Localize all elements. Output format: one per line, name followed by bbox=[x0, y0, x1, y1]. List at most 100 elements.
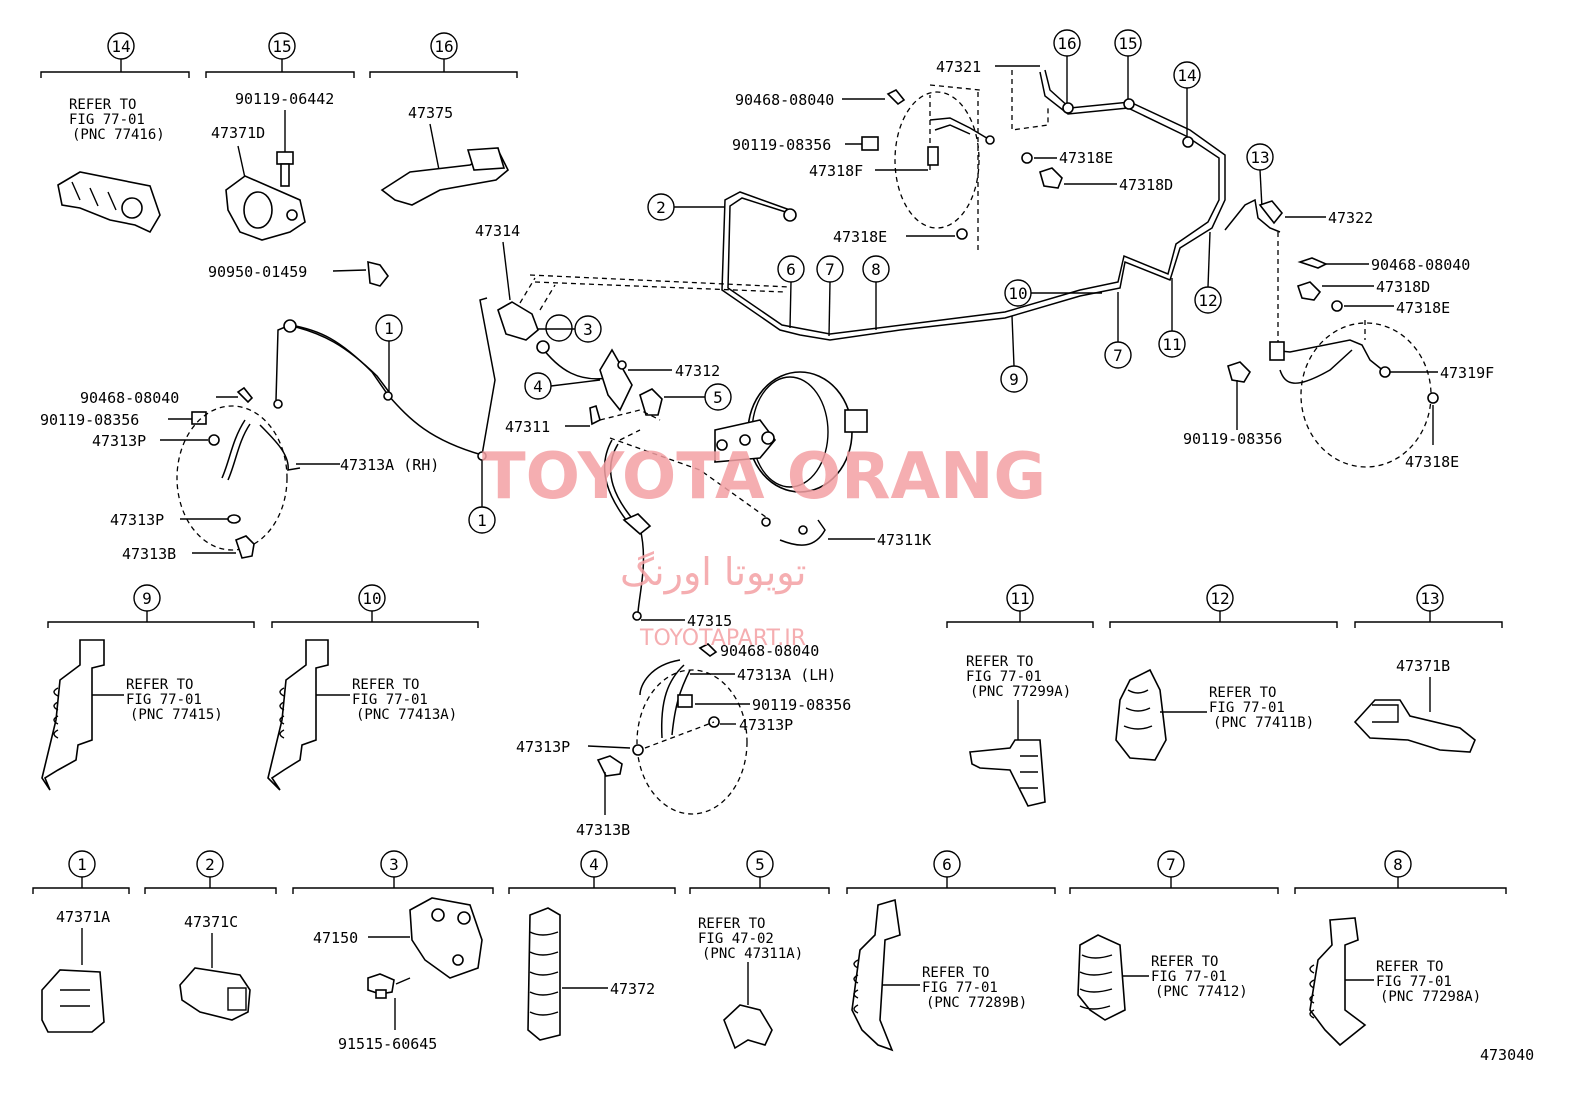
part-47313P: 47313P bbox=[92, 432, 146, 450]
callout-11: 11 bbox=[1010, 589, 1029, 608]
detail-14: 14 REFER TO FIG 77-01 (PNC 77416) bbox=[40, 32, 190, 234]
part-47318D: 47318D bbox=[1376, 278, 1430, 296]
detail-2: 2 47371C bbox=[144, 850, 277, 1021]
callout-12: 12 bbox=[1210, 589, 1229, 608]
detail-3: 3 47150 91515-60645 bbox=[292, 850, 494, 1053]
detail-6: 6 REFER TO FIG 77-01 (PNC 77289B) bbox=[846, 850, 1056, 1052]
callout-9: 9 bbox=[142, 589, 152, 608]
callout-16: 16 bbox=[434, 37, 453, 56]
part-47314: 47314 bbox=[475, 222, 520, 240]
part-90468-08040: 90468-08040 bbox=[1371, 256, 1470, 274]
callout-1: 1 bbox=[77, 855, 87, 874]
part-47321: 47321 bbox=[936, 58, 981, 76]
part-47313B: 47313B bbox=[122, 545, 176, 563]
detail-15: 15 90119-06442 47371D bbox=[205, 32, 355, 241]
part-47318E: 47318E bbox=[833, 228, 887, 246]
part-90119-06442: 90119-06442 bbox=[235, 90, 334, 108]
refer-line: REFER TO bbox=[966, 654, 1033, 670]
callout-2: 2 bbox=[205, 855, 215, 874]
grommet-illustration bbox=[367, 260, 390, 287]
callout-15: 15 bbox=[272, 37, 291, 56]
callout-14: 14 bbox=[1177, 66, 1196, 85]
refer-line: REFER TO bbox=[1209, 685, 1276, 701]
callout-11: 11 bbox=[1162, 335, 1181, 354]
part-47313P: 47313P bbox=[110, 511, 164, 529]
callout-4: 4 bbox=[589, 855, 599, 874]
refer-line: REFER TO bbox=[1151, 954, 1218, 970]
callout-9: 9 bbox=[1009, 370, 1019, 389]
part-47318E: 47318E bbox=[1405, 453, 1459, 471]
detail-8: 8 REFER TO FIG 77-01 (PNC 77298A) bbox=[1294, 850, 1507, 1047]
refer-line: REFER TO bbox=[352, 677, 419, 693]
center-assembly: 47314 3 4 47312 47311 5 bbox=[475, 222, 931, 630]
part-47311: 47311 bbox=[505, 418, 550, 436]
rear-right-assembly: 13 47322 90468-08040 47318D 47318E 47319… bbox=[1183, 143, 1494, 471]
detail-7: 7 REFER TO FIG 77-01 (PNC 77412) bbox=[1069, 850, 1279, 1021]
callout-4: 4 bbox=[533, 377, 543, 396]
part-47318F: 47318F bbox=[809, 162, 863, 180]
refer-line: FIG 77-01 bbox=[126, 692, 202, 708]
detail-13: 13 47371B bbox=[1353, 584, 1503, 753]
clamp-illustration bbox=[225, 175, 306, 241]
callout-1: 1 bbox=[384, 319, 394, 338]
part-47371A: 47371A bbox=[56, 908, 110, 926]
watermark-site: TOYOTAPART.IR bbox=[639, 626, 806, 651]
part-90468-08040: 90468-08040 bbox=[720, 642, 819, 660]
detail-4: 4 47372 bbox=[508, 850, 676, 1041]
part-47315: 47315 bbox=[687, 612, 732, 630]
junction-illustration bbox=[497, 301, 539, 341]
refer-line: FIG 77-01 bbox=[1376, 974, 1452, 990]
refer-line: FIG 77-01 bbox=[1209, 700, 1285, 716]
part-47313A-RH: 47313A (RH) bbox=[340, 456, 439, 474]
clamp-illustration bbox=[57, 171, 161, 234]
brake-booster-illustration bbox=[714, 371, 868, 493]
part-47313A-LH: 47313A (LH) bbox=[737, 666, 836, 684]
watermark-title: TOYOTA ORANG bbox=[482, 440, 1046, 514]
callout-3: 3 bbox=[583, 320, 593, 339]
detail-12: 12 REFER TO FIG 77-01 (PNC 77411B) bbox=[1109, 584, 1338, 761]
callout-13: 13 bbox=[1420, 589, 1439, 608]
rh-front-assembly: 1 1 90468-08040 90119-08356 47313P 47313… bbox=[40, 297, 496, 563]
callout-7: 7 bbox=[1113, 346, 1123, 365]
refer-line: REFER TO bbox=[69, 97, 136, 113]
refer-line: FIG 77-01 bbox=[1151, 969, 1227, 985]
part-47319F: 47319F bbox=[1440, 364, 1494, 382]
callout-6: 6 bbox=[786, 260, 796, 279]
refer-line: (PNC 47311A) bbox=[702, 946, 803, 962]
refer-line: (PNC 77289B) bbox=[926, 995, 1027, 1011]
callout-2: 2 bbox=[656, 198, 666, 217]
refer-line: (PNC 77413A) bbox=[356, 707, 457, 723]
callout-8: 8 bbox=[1393, 855, 1403, 874]
refer-line: FIG 77-01 bbox=[966, 669, 1042, 685]
callout-14: 14 bbox=[111, 37, 130, 56]
part-47318D: 47318D bbox=[1119, 176, 1173, 194]
part-47372: 47372 bbox=[610, 980, 655, 998]
watermark-persian: تویوتا اورنگ bbox=[620, 550, 807, 595]
detail-10: 10 REFER TO FIG 77-01 (PNC 77413A) bbox=[267, 584, 479, 791]
part-47313P: 47313P bbox=[739, 716, 793, 734]
bracket-illustration bbox=[380, 147, 509, 206]
refer-line: FIG 77-01 bbox=[922, 980, 998, 996]
refer-line: FIG 77-01 bbox=[69, 112, 145, 128]
bracket-illustration bbox=[599, 348, 633, 412]
refer-line: (PNC 77412) bbox=[1155, 984, 1248, 1000]
part-47371C: 47371C bbox=[184, 913, 238, 931]
refer-line: (PNC 77299A) bbox=[970, 684, 1071, 700]
bolt-illustration bbox=[191, 411, 207, 425]
refer-line: REFER TO bbox=[1376, 959, 1443, 975]
callout-16: 16 bbox=[1057, 34, 1076, 53]
callout-5: 5 bbox=[713, 388, 723, 407]
part-91515-60645: 91515-60645 bbox=[338, 1035, 437, 1053]
bolt-illustration bbox=[235, 535, 255, 559]
refer-line: (PNC 77298A) bbox=[1380, 989, 1481, 1005]
detail-1: 1 47371A bbox=[32, 850, 130, 1033]
part-90119-08356: 90119-08356 bbox=[1183, 430, 1282, 448]
part-47311K: 47311K bbox=[877, 531, 931, 549]
junction-illustration bbox=[409, 897, 483, 979]
figure-code: 473040 bbox=[1480, 1046, 1534, 1064]
callout-7: 7 bbox=[1166, 855, 1176, 874]
refer-line: FIG 47-02 bbox=[698, 931, 774, 947]
refer-line: (PNC 77415) bbox=[130, 707, 223, 723]
rear-left-assembly: 47321 90468-08040 90119-08356 47318F 473… bbox=[732, 58, 1173, 250]
